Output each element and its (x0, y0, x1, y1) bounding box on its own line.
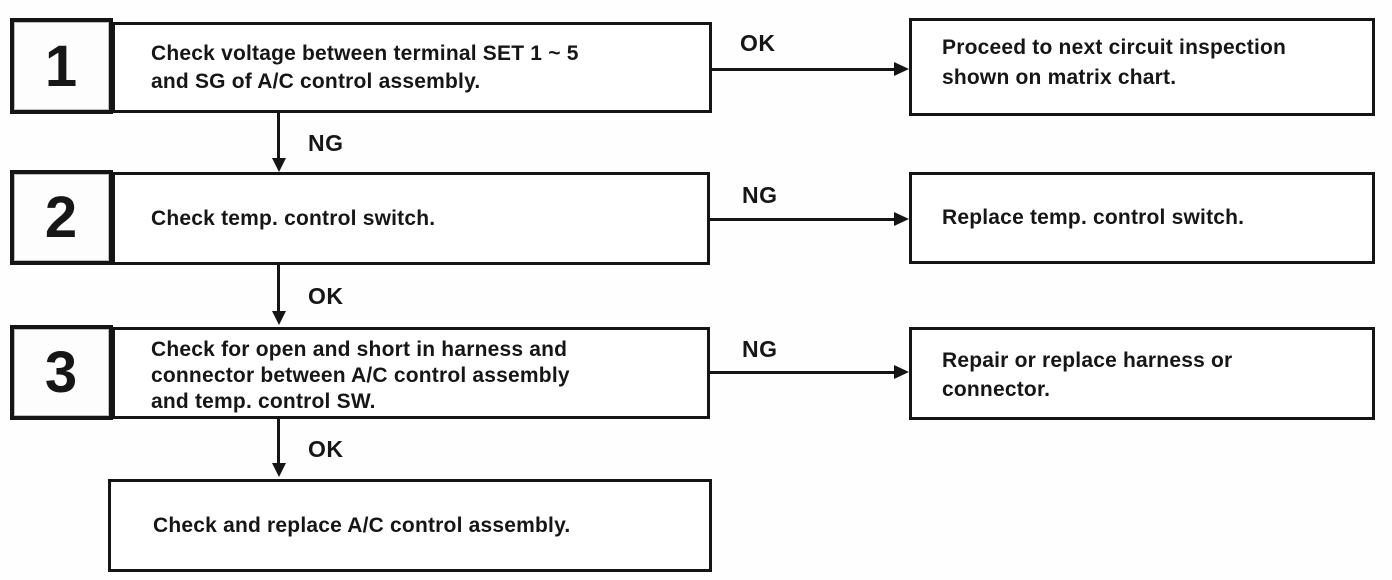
step-3-branch-label: NG (742, 336, 778, 362)
step-1-number-box: 1 (10, 18, 113, 114)
step-2-number: 2 (44, 185, 79, 250)
step-2-result-line-1: Replace temp. control switch. (942, 206, 1245, 229)
step-3-number-box: 3 (10, 325, 113, 420)
step-1-result-line-2: shown on matrix chart. (942, 66, 1177, 89)
step-3-text-line-3: and temp. control SW. (151, 390, 376, 413)
step-3-down-arrow-line (277, 419, 280, 465)
step-1-down-label: NG (308, 130, 344, 156)
step-1-box: Check voltage between terminal SET 1 ~ 5… (112, 22, 712, 113)
step-3-result-line-1: Repair or replace harness or (942, 349, 1233, 372)
step-2-down-arrowhead-icon (272, 311, 286, 325)
step-1-branch-label: OK (740, 30, 776, 56)
step-1-branch-arrow-line (712, 68, 896, 71)
step-3-text-line-1: Check for open and short in harness and (151, 338, 568, 361)
step-3-text-line-2: connector between A/C control assembly (151, 364, 570, 387)
step-3-number: 3 (44, 340, 79, 405)
step-2-number-box: 2 (10, 170, 113, 265)
final-step-box: Check and replace A/C control assembly. (108, 479, 712, 572)
step-1-number: 1 (44, 33, 79, 99)
step-3-box: Check for open and short in harness and … (112, 327, 710, 419)
step-2-box: Check temp. control switch. (112, 172, 710, 265)
step-1-down-arrowhead-icon (272, 158, 286, 172)
final-step-text-line-1: Check and replace A/C control assembly. (153, 513, 571, 537)
step-3-result-box: Repair or replace harness or connector. (909, 327, 1375, 420)
step-2-branch-arrow-line (710, 218, 896, 221)
step-1-text-line-2: and SG of A/C control assembly. (151, 69, 481, 93)
step-1-result-line-1: Proceed to next circuit inspection (942, 36, 1287, 59)
step-2-branch-label: NG (742, 182, 778, 208)
step-2-down-arrow-line (277, 265, 280, 313)
step-3-branch-arrowhead-icon (894, 365, 909, 379)
step-1-branch-arrowhead-icon (894, 62, 909, 76)
step-1-text-line-1: Check voltage between terminal SET 1 ~ 5 (151, 41, 579, 65)
step-3-result-line-2: connector. (942, 378, 1051, 401)
step-3-down-arrowhead-icon (272, 463, 286, 477)
step-2-text-line-1: Check temp. control switch. (151, 206, 436, 230)
step-1-result-box: Proceed to next circuit inspection shown… (909, 18, 1375, 116)
step-3-branch-arrow-line (710, 371, 896, 374)
step-2-result-box: Replace temp. control switch. (909, 172, 1375, 264)
step-2-branch-arrowhead-icon (894, 212, 909, 226)
step-3-down-label: OK (308, 436, 344, 462)
step-2-down-label: OK (308, 283, 344, 309)
step-1-down-arrow-line (277, 113, 280, 161)
